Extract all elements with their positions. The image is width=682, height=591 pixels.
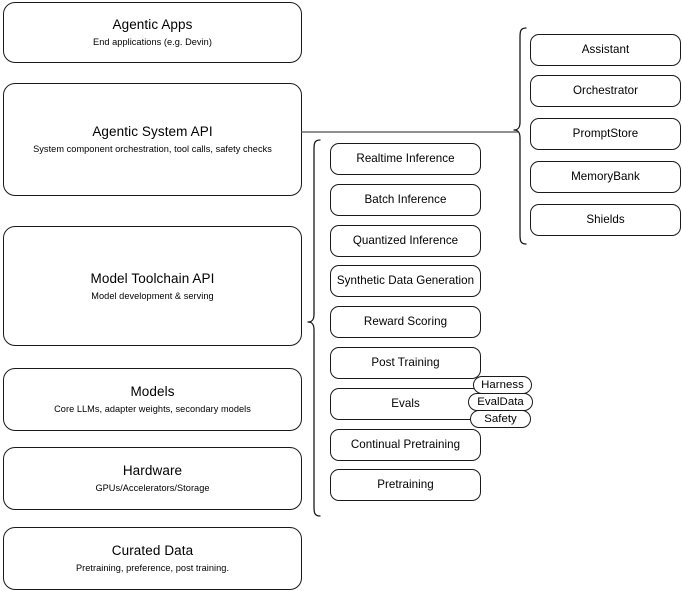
component-batch-inference[interactable]: Batch Inference [330, 184, 481, 216]
layer-subtitle: GPUs/Accelerators/Storage [95, 483, 210, 493]
component-label: Reward Scoring [363, 315, 448, 328]
evals-subcomponent-evaldata[interactable]: EvalData [468, 393, 533, 411]
component-label: Orchestrator [572, 84, 639, 97]
stack-layer-models[interactable]: Models Core LLMs, adapter weights, secon… [3, 368, 302, 431]
component-evals[interactable]: Evals [330, 388, 481, 420]
stack-layer-hardware[interactable]: Hardware GPUs/Accelerators/Storage [3, 447, 302, 510]
system-component-orchestrator[interactable]: Orchestrator [530, 75, 681, 107]
component-label: PromptStore [572, 127, 639, 140]
component-label: Realtime Inference [356, 152, 455, 165]
stack-layer-agentic-system-api[interactable]: Agentic System API System component orch… [3, 83, 302, 196]
evals-subcomponent-safety[interactable]: Safety [470, 410, 531, 428]
stack-layer-curated-data[interactable]: Curated Data Pretraining, preference, po… [3, 527, 302, 590]
pill-label: EvalData [477, 395, 524, 408]
pill-label: Harness [481, 378, 524, 391]
system-component-shields[interactable]: Shields [530, 204, 681, 236]
system-component-promptstore[interactable]: PromptStore [530, 118, 681, 150]
layer-subtitle: System component orchestration, tool cal… [33, 144, 272, 154]
system-component-assistant[interactable]: Assistant [530, 34, 681, 66]
stack-layer-agentic-apps[interactable]: Agentic Apps End applications (e.g. Devi… [3, 2, 302, 63]
layer-subtitle: Pretraining, preference, post training. [75, 563, 230, 573]
component-realtime-inference[interactable]: Realtime Inference [330, 143, 481, 175]
component-label: Shields [586, 213, 625, 226]
component-label: Assistant [581, 43, 630, 56]
brace-model-toolchain-components [307, 139, 321, 517]
component-reward-scoring[interactable]: Reward Scoring [330, 306, 481, 338]
layer-subtitle: End applications (e.g. Devin) [93, 37, 212, 47]
pill-label: Safety [484, 412, 517, 425]
component-label: Post Training [371, 356, 440, 369]
brace-agentic-system-components [513, 27, 527, 245]
component-label: Evals [391, 397, 420, 410]
component-label: Quantized Inference [352, 234, 459, 247]
component-label: Continual Pretraining [350, 438, 461, 451]
layer-title: Agentic Apps [112, 17, 193, 32]
connector-system-api-to-components [301, 131, 518, 133]
layer-title: Hardware [122, 463, 183, 478]
layer-title: Models [130, 384, 175, 399]
system-component-memorybank[interactable]: MemoryBank [530, 161, 681, 193]
layer-title: Model Toolchain API [90, 270, 215, 286]
layer-subtitle: Core LLMs, adapter weights, secondary mo… [54, 404, 251, 414]
component-post-training[interactable]: Post Training [330, 347, 481, 379]
component-label: Synthetic Data Generation [336, 274, 475, 287]
component-label: MemoryBank [571, 170, 640, 183]
layer-title: Curated Data [111, 543, 194, 558]
evals-subcomponent-harness[interactable]: Harness [473, 376, 532, 394]
component-continual-pretraining[interactable]: Continual Pretraining [330, 429, 481, 461]
stack-layer-model-toolchain-api[interactable]: Model Toolchain API Model development & … [3, 226, 302, 346]
component-synthetic-data-generation[interactable]: Synthetic Data Generation [330, 265, 481, 297]
component-label: Pretraining [377, 478, 434, 491]
component-pretraining[interactable]: Pretraining [330, 469, 481, 501]
layer-title: Agentic System API [92, 124, 213, 139]
layer-subtitle: Model development & serving [91, 290, 214, 301]
component-quantized-inference[interactable]: Quantized Inference [330, 225, 481, 257]
component-label: Batch Inference [364, 193, 447, 206]
